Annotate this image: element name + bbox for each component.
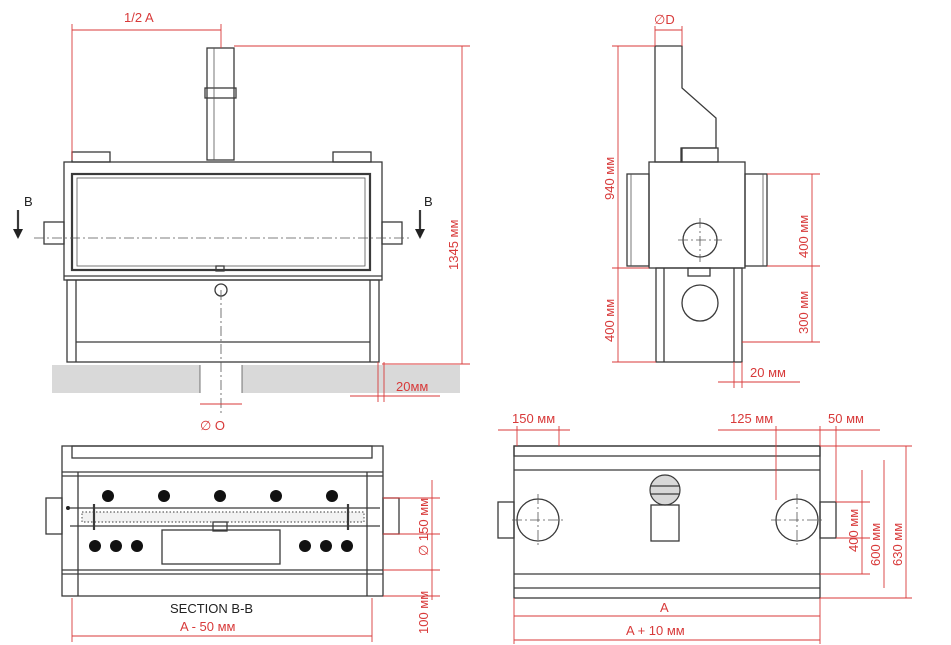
section-hole-150-label: ∅ 150 мм: [416, 498, 431, 556]
side-height-940-label: 940 мм: [602, 157, 617, 200]
top-50-label: 50 мм: [828, 411, 864, 426]
top-a-label: A: [660, 600, 669, 615]
top-a10-label: A + 10 мм: [626, 623, 685, 638]
section-view: SECTION B-B A - 50 мм ∅ 150 мм 100 мм: [45, 445, 440, 642]
half-a-label: 1/2 A: [124, 10, 154, 25]
burner-hole: [89, 540, 101, 552]
side-air-inlet: [681, 284, 719, 322]
top-body: [513, 445, 821, 599]
burner-hole: [102, 490, 114, 502]
side-height-400-label: 400 мм: [602, 299, 617, 342]
top-collar-right: [332, 151, 372, 163]
side-collar-front: [626, 173, 650, 267]
burner-hole: [270, 490, 282, 502]
burner-hole: [214, 490, 226, 502]
flue-pipe: [206, 47, 235, 161]
section-width-label: A - 50 мм: [180, 619, 236, 634]
side-view: ∅D 940 мм 400 мм 400 мм 300 мм 20 мм: [602, 12, 820, 388]
glass-door: [70, 172, 372, 272]
side-flue: [654, 45, 717, 163]
burner-hole: [131, 540, 143, 552]
top-630-label: 630 мм: [890, 523, 905, 566]
front-view: B B 1/2 A 1345 мм 20мм ∅ O: [13, 10, 470, 433]
burner-hole: [110, 540, 122, 552]
stand: [66, 279, 380, 363]
top-collar-left: [71, 151, 111, 163]
section-collar-left: [45, 497, 63, 535]
top-125-label: 125 мм: [730, 411, 773, 426]
section-offset-100-label: 100 мм: [416, 591, 431, 634]
top-600-label: 600 мм: [868, 523, 883, 566]
side-body: [648, 161, 746, 269]
side-stand: [655, 267, 743, 363]
side-collar-left: [43, 221, 65, 245]
gap-20-label: 20мм: [396, 379, 428, 394]
firebox-body: [63, 161, 383, 281]
burner-hole: [320, 540, 332, 552]
section-title: SECTION B-B: [170, 601, 253, 616]
floor: [52, 365, 460, 393]
side-gap-20-label: 20 мм: [750, 365, 786, 380]
diameter-o-label: ∅ O: [200, 418, 225, 433]
burner-tray: [81, 511, 365, 523]
top-150-label: 150 мм: [512, 411, 555, 426]
side-diameter-d-label: ∅D: [654, 12, 675, 27]
side-collar-back: [744, 173, 768, 267]
side-right-300-label: 300 мм: [796, 291, 811, 334]
top-center-flue: [649, 474, 681, 506]
side-collar-right: [381, 221, 403, 245]
burner-hole: [299, 540, 311, 552]
burner-hole: [158, 490, 170, 502]
section-mark-left: B: [24, 194, 33, 209]
side-right-400-label: 400 мм: [796, 215, 811, 258]
burner-hole: [326, 490, 338, 502]
section-mark-right: B: [424, 194, 433, 209]
top-400-label: 400 мм: [846, 509, 861, 552]
top-collar-right: [819, 501, 837, 539]
top-collar-left: [497, 501, 515, 539]
section-collar-right: [382, 497, 400, 535]
top-view: 150 мм 125 мм 50 мм A A + 10 мм 400 мм 6…: [497, 411, 912, 644]
burner-hole: [341, 540, 353, 552]
height-1345-label: 1345 мм: [446, 220, 461, 270]
section-fuel-box: [161, 529, 281, 565]
